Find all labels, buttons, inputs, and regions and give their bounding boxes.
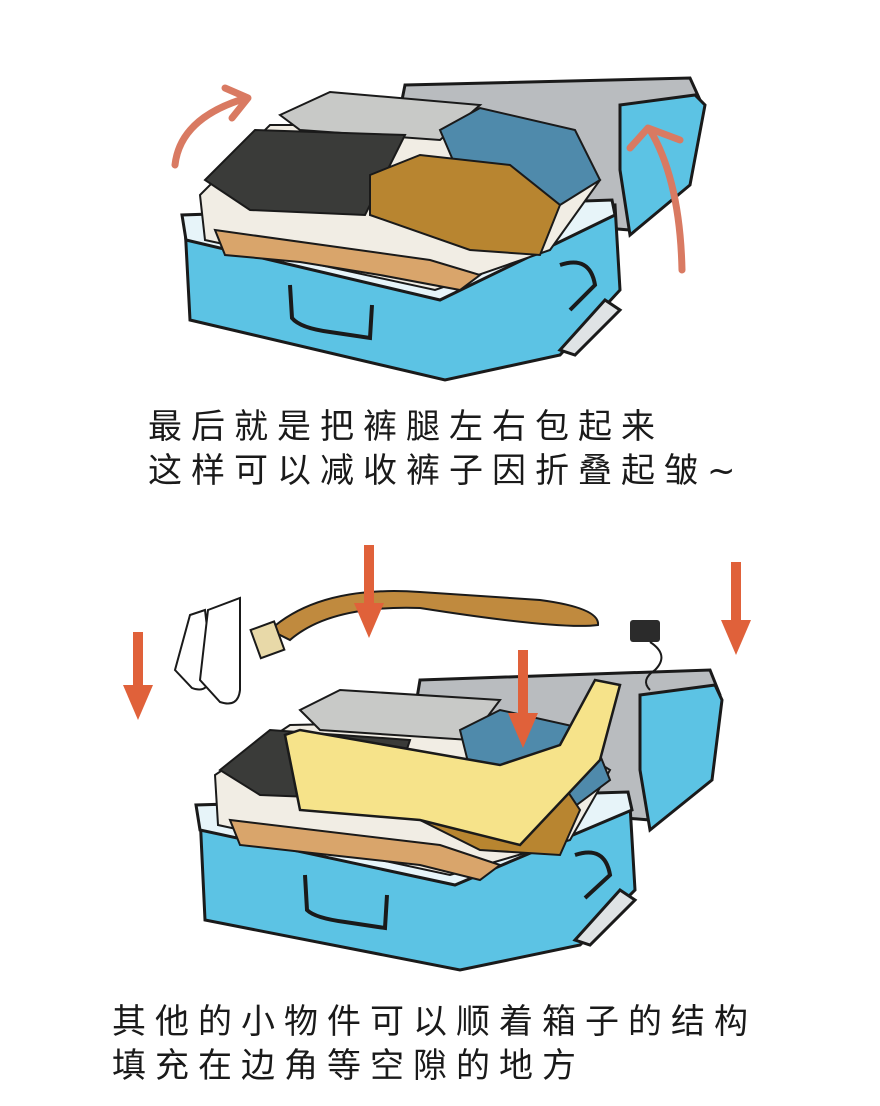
- socks-icon: [173, 596, 241, 705]
- caption-1-line-1: 最后就是把裤腿左右包起来: [148, 407, 664, 447]
- belt-icon: [249, 590, 599, 660]
- down-arrow-icon: [354, 545, 384, 638]
- down-arrow-icon: [123, 632, 153, 720]
- suitcase-filling-illustration: [123, 545, 751, 972]
- curved-arrow-left-icon: [171, 84, 252, 169]
- illustration-panel-1: 最后就是把裤腿左右包起来 这样可以减收裤子因折叠起皱~: [0, 0, 880, 520]
- curved-arrow-right-icon: [626, 124, 686, 274]
- down-arrow-icon: [508, 650, 538, 748]
- caption-1: 最后就是把裤腿左右包起来 这样可以减收裤子因折叠起皱~: [148, 405, 745, 493]
- down-arrow-icon: [721, 562, 751, 655]
- caption-2: 其他的小物件可以顺着箱子的结构 填充在边角等空隙的地方: [112, 1000, 757, 1088]
- suitcase-folding-illustration: [171, 76, 707, 382]
- charger-icon: [630, 620, 663, 691]
- caption-2-line-1: 其他的小物件可以顺着箱子的结构: [112, 1002, 757, 1042]
- caption-1-line-2: 这样可以减收裤子因折叠起皱~: [148, 451, 745, 492]
- illustration-panel-2: 其他的小物件可以顺着箱子的结构 填充在边角等空隙的地方: [0, 520, 880, 1106]
- caption-2-line-2: 填充在边角等空隙的地方: [112, 1046, 585, 1087]
